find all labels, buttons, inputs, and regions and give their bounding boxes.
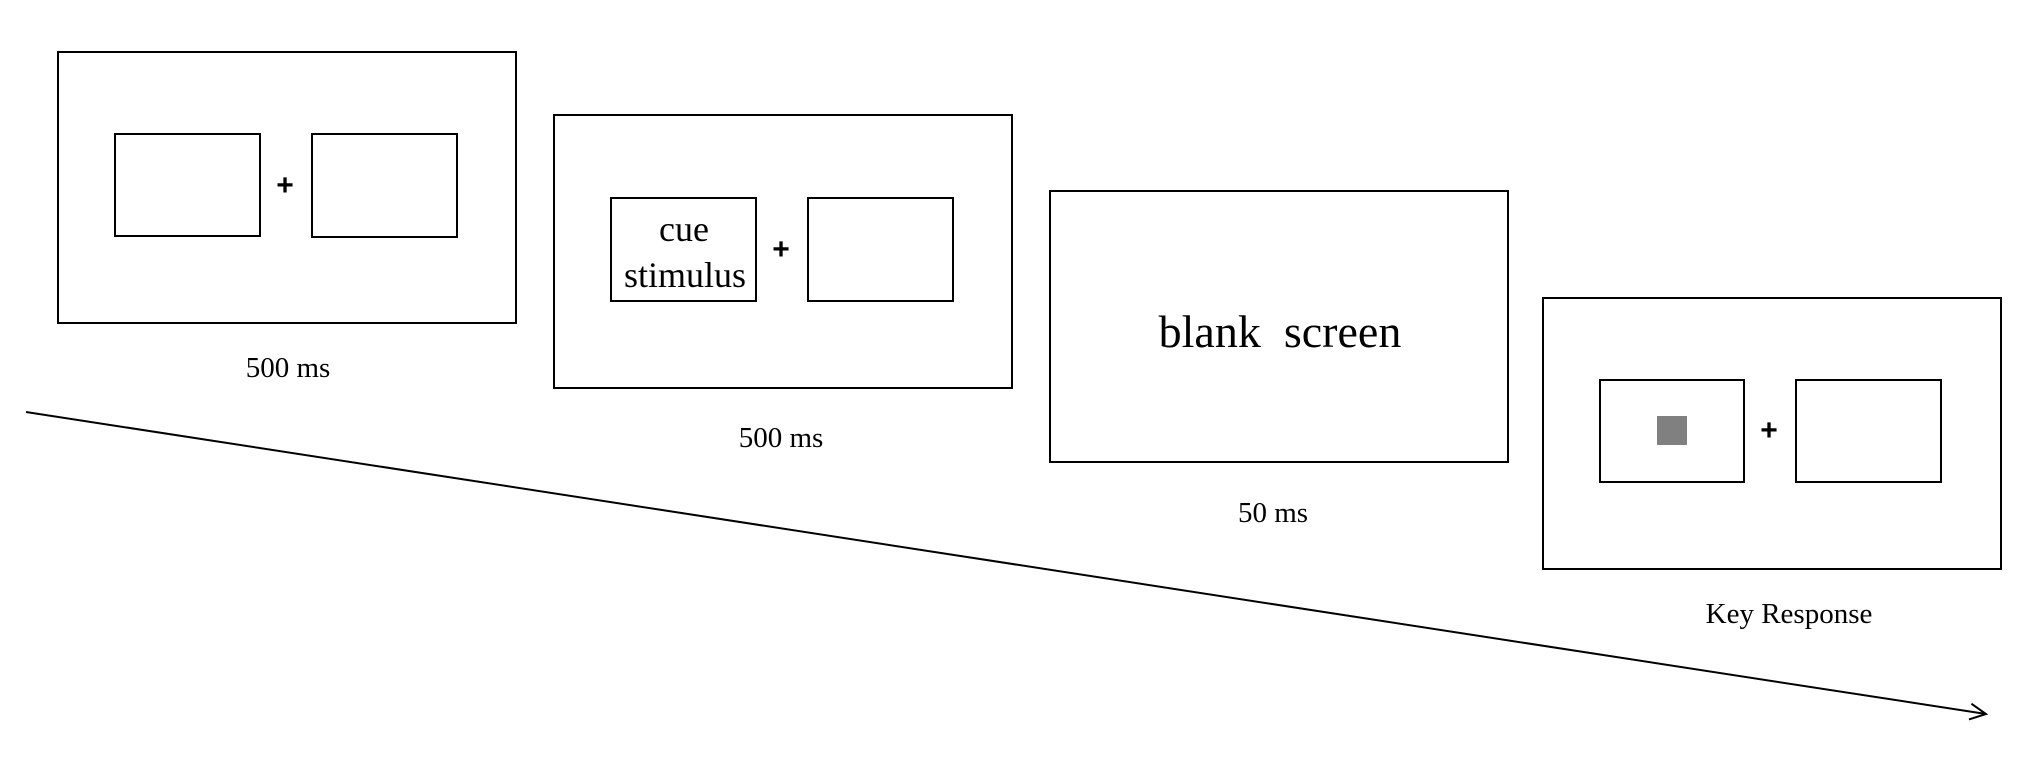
screen-2-fixation-cross: + bbox=[772, 233, 790, 266]
screen-3-blank: blank screen 50 ms bbox=[1049, 190, 1509, 529]
screen-1-fixation-cross: + bbox=[276, 169, 294, 202]
screen-4-response-label: Key Response bbox=[1706, 598, 1873, 630]
screen-2-left-box bbox=[610, 197, 757, 302]
screen-3-duration-label: 50 ms bbox=[1238, 497, 1308, 529]
cue-text-line-2: stimulus bbox=[624, 255, 746, 295]
screen-2-right-box bbox=[807, 197, 954, 302]
screen-1-right-box bbox=[311, 133, 458, 238]
screen-1-duration-label: 500 ms bbox=[246, 352, 331, 384]
timeline-arrow bbox=[25, 411, 1986, 714]
screen-3-frame bbox=[1049, 190, 1509, 463]
screen-1-fixation: + 500 ms bbox=[57, 51, 517, 384]
screen-2-duration-label: 500 ms bbox=[739, 422, 824, 454]
screen-4-fixation-cross: + bbox=[1760, 414, 1778, 447]
screen-4-target: + Key Response bbox=[1542, 297, 2002, 630]
screen-4-frame bbox=[1542, 297, 2002, 570]
screen-4-left-box bbox=[1599, 379, 1745, 483]
blank-screen-text: blank screen bbox=[1159, 306, 1402, 357]
screen-2-frame bbox=[553, 114, 1013, 389]
cue-text-line-1: cue bbox=[659, 209, 709, 249]
screen-2-cue: cue stimulus + 500 ms bbox=[553, 114, 1013, 454]
target-square bbox=[1657, 416, 1687, 445]
screen-1-frame bbox=[57, 51, 517, 324]
screen-1-left-box bbox=[114, 133, 261, 237]
screen-4-right-box bbox=[1795, 379, 1942, 483]
